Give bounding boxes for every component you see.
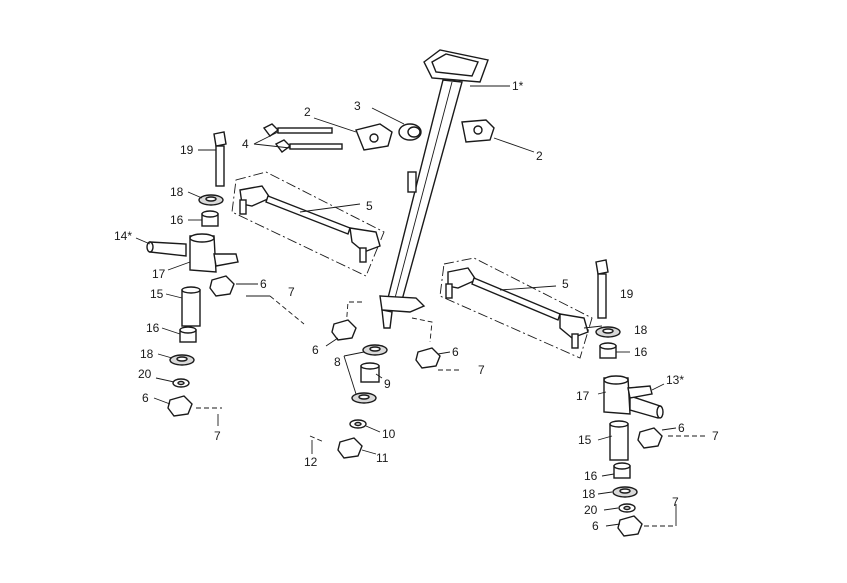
callout-16-left-upper: 16 <box>170 213 184 227</box>
callout-14: 14* <box>114 229 132 243</box>
right-castle-nut-tierod <box>637 427 663 449</box>
callout-9: 9 <box>384 377 391 391</box>
callout-12: 12 <box>304 455 318 469</box>
callout-5-left: 5 <box>366 199 373 213</box>
callout-16-left-lower: 16 <box>146 321 160 335</box>
right-bushing-lower <box>613 462 631 479</box>
callout-19-left: 19 <box>180 143 194 157</box>
callout-6-left-lower: 6 <box>142 391 149 405</box>
left-seal <box>172 378 190 388</box>
callout-15-right: 15 <box>578 433 592 447</box>
holder-bolts <box>262 123 343 153</box>
center-seal <box>349 419 367 429</box>
callout-7-right-lower: 7 <box>672 495 679 509</box>
callout-6-right-lower: 6 <box>592 519 599 533</box>
callout-13: 13* <box>666 373 684 387</box>
callout-18-left-upper: 18 <box>170 185 184 199</box>
callout-16-right-upper: 16 <box>634 345 648 359</box>
left-castle-nut-lower <box>167 395 193 417</box>
callout-2-right: 2 <box>536 149 543 163</box>
center-bushing <box>360 362 380 383</box>
column-bushing <box>398 123 422 141</box>
callout-7-left-tierod: 7 <box>288 285 295 299</box>
center-washer-upper <box>362 344 388 356</box>
center-dashed-guides <box>345 301 433 343</box>
callout-17-right: 17 <box>576 389 590 403</box>
callout-20-right: 20 <box>584 503 598 517</box>
callout-4: 4 <box>242 137 249 151</box>
left-castle-nut-tierod <box>209 275 235 297</box>
left-bushing-lower <box>179 326 197 343</box>
center-nut-right <box>415 347 441 369</box>
right-spacer <box>609 420 629 461</box>
callout-11: 11 <box>376 451 389 465</box>
callout-7-center: 7 <box>478 363 485 377</box>
column-holder-left <box>355 123 393 151</box>
center-cotter-pin <box>309 435 325 443</box>
callout-3: 3 <box>354 99 361 113</box>
left-spacer <box>181 286 201 327</box>
center-castle-nut <box>337 437 363 459</box>
right-cotter-lower <box>644 504 677 527</box>
callout-7-right-tierod: 7 <box>712 429 719 443</box>
right-seal <box>618 503 636 513</box>
callout-5-right: 5 <box>562 277 569 291</box>
left-washer-upper <box>198 194 224 206</box>
callout-7-left-lower: 7 <box>214 429 221 443</box>
callout-2-left: 2 <box>304 105 311 119</box>
callout-15-left: 15 <box>150 287 164 301</box>
callout-18-left-lower: 18 <box>140 347 154 361</box>
steering-column <box>379 49 489 329</box>
right-castle-nut-lower <box>617 515 643 537</box>
callout-10: 10 <box>382 427 396 441</box>
tie-rod-right <box>439 257 593 359</box>
left-bushing-upper <box>201 210 219 227</box>
callout-6-left-tierod: 6 <box>260 277 267 291</box>
leader-lines <box>135 85 677 527</box>
callout-16-right-lower: 16 <box>584 469 598 483</box>
callouts: 1* 2 2 3 4 5 5 6 6 6 6 6 6 7 7 7 7 7 8 9… <box>114 79 719 533</box>
center-nut-left <box>331 319 357 341</box>
callout-6-right-tierod: 6 <box>678 421 685 435</box>
center-washer-lower <box>351 392 377 404</box>
right-bushing-upper <box>599 342 617 359</box>
callout-18-right-upper: 18 <box>634 323 648 337</box>
tie-rod-left <box>231 171 385 277</box>
cotter-pins-left <box>196 295 305 409</box>
callout-18-right-lower: 18 <box>582 487 596 501</box>
callout-20-left: 20 <box>138 367 152 381</box>
callout-17-left: 17 <box>152 267 166 281</box>
right-washer-lower <box>612 486 638 498</box>
right-washer-upper <box>595 326 621 338</box>
right-king-pin-bolt <box>595 259 609 319</box>
callout-6-center-left: 6 <box>312 343 319 357</box>
callout-8: 8 <box>334 355 341 369</box>
left-washer-lower <box>169 354 195 366</box>
right-knuckle <box>603 375 664 419</box>
left-king-pin-bolt <box>213 131 227 187</box>
left-knuckle <box>146 233 239 273</box>
callout-6-center-right: 6 <box>452 345 459 359</box>
callout-19-right: 19 <box>620 287 634 301</box>
column-holder-right <box>461 119 495 143</box>
callout-1: 1* <box>512 79 524 93</box>
